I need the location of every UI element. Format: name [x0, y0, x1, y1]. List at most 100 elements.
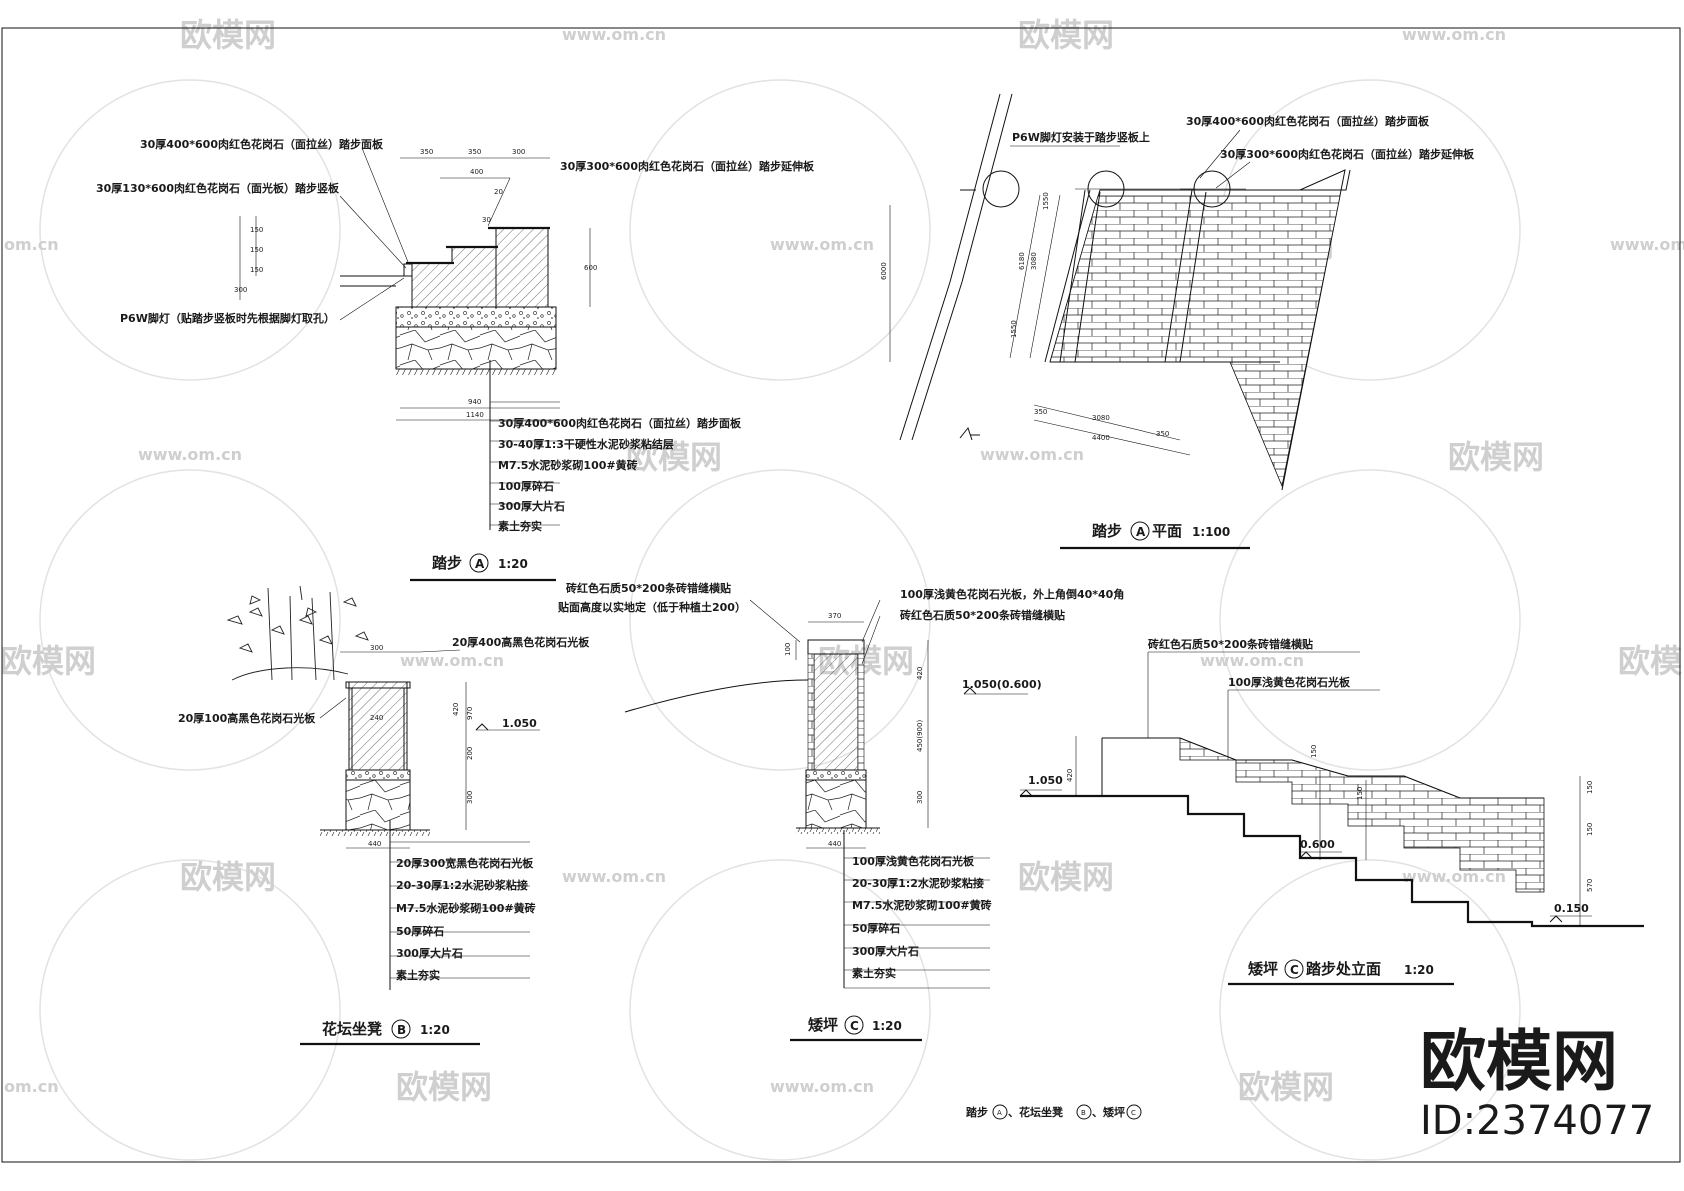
detail-mark-circle [469, 553, 489, 573]
detail-a-title: 踏步 A 1:20 [410, 553, 556, 582]
dim-text: 600 [584, 264, 597, 272]
dim-text: 100 [784, 643, 792, 656]
watermark-site: www.om.cn [1402, 25, 1506, 44]
dim-text: 3080 [1030, 252, 1038, 270]
detail-c-drawing [624, 599, 1028, 989]
detail-c-labels: 砖红色石质50*200条砖错缝横贴 贴面高度以实地定（低于种植土200） 100… [557, 581, 1124, 980]
level-mark: 0.150 [1554, 902, 1589, 915]
detail-title: 花坛坐凳 [322, 1020, 382, 1038]
dim-text: 350 [1034, 408, 1047, 416]
sheet-title-text: 、花坛坐凳 [1008, 1105, 1064, 1119]
sheet-title-mark [1126, 1104, 1142, 1120]
watermark-site: www.om.cn [400, 651, 504, 670]
callout-label: P6W脚灯安装于踏步竖板上 [1012, 130, 1150, 144]
watermark-site: www.om.cn [138, 445, 242, 464]
dim-text: 150 [1310, 745, 1318, 758]
dim-text: 1550 [1010, 320, 1018, 338]
watermark-site: www.om.cn [562, 867, 666, 886]
sheet-border [1, 27, 1681, 1163]
detail-mark: A [1136, 525, 1146, 539]
watermark-site-short: om.cn [4, 235, 59, 254]
callout-label: 砖红色石质50*200条砖错缝横贴 [900, 608, 1065, 622]
callout-label: 100厚浅黄色花岗石光板 [1228, 675, 1351, 689]
detail-a-labels: 30厚400*600肉红色花岗石（面拉丝）踏步面板 30厚130*600肉红色花… [96, 137, 815, 533]
dim-text: 150 [250, 266, 263, 274]
detail-a-dims: 350 350 300 400 20 30 150 150 150 300 60… [234, 148, 597, 419]
callout-label: 30厚130*600肉红色花岗石（面光板）踏步竖板 [96, 181, 340, 195]
detail-mark: A [475, 557, 485, 571]
level-mark: 1.050(0.600) [962, 678, 1042, 691]
dim-text: 300 [370, 644, 383, 652]
watermark-site: www.om.cn [1200, 651, 1304, 670]
layer-label: 素土夯实 [498, 519, 542, 533]
layer-label: 30厚400*600肉红色花岗石（面拉丝）踏步面板 [498, 416, 742, 430]
dim-text: 200 [466, 747, 474, 760]
watermark-site: www.om.cn [770, 235, 874, 254]
detail-c-dims: 370 100 420 450(900) 300 440 [784, 612, 924, 848]
dim-text: 6180 [1018, 252, 1026, 270]
watermark-brand: 欧模网 [180, 16, 276, 54]
callout-label: 砖红色石质50*200条砖错缝横贴 [566, 581, 731, 595]
watermark-brand: 欧模网 [1018, 858, 1114, 896]
sheet-title-mark-a: A [997, 1109, 1002, 1117]
detail-mark: B [397, 1023, 406, 1037]
dim-text: 4400 [1092, 434, 1110, 442]
watermark-brand: 欧模网 [1238, 1068, 1334, 1106]
detail-c-title: 矮坪 C 1:20 [790, 1015, 922, 1042]
sheet-title-mark-b: B [1081, 1109, 1086, 1117]
level-mark: 1.050 [502, 717, 537, 730]
dim-text: 30 [482, 216, 491, 224]
dim-text: 150 [250, 246, 263, 254]
callout-label: 100厚浅黄色花岗石光板，外上角倒40*40角 [900, 587, 1124, 601]
layer-label: M7.5水泥砂浆砌100#黄砖 [852, 898, 992, 912]
callout-label: 砖红色石质50*200条砖错缝横贴 [1148, 637, 1313, 651]
brand-logo: 欧模网 ID:2374077 [1420, 1023, 1654, 1144]
sheet-title-mark [1076, 1104, 1092, 1120]
dim-text: 6000 [880, 262, 888, 280]
elev-c-drawing [1019, 651, 1644, 928]
watermark-site: www.om.cn [980, 445, 1084, 464]
sheet-title-text: 、矮坪 [1092, 1105, 1125, 1119]
detail-mark-circle [1284, 959, 1304, 979]
detail-scale: 1:20 [872, 1019, 902, 1033]
detail-scale: 1:20 [498, 557, 528, 571]
dim-text: 970 [466, 707, 474, 720]
plan-a-drawing [889, 93, 1351, 491]
dim-text: 350 [1156, 430, 1169, 438]
dim-text: 20 [494, 188, 503, 196]
elev-c-dims: 420 150 150 150 150 570 [1066, 745, 1594, 892]
watermark-brand: 欧模网 [1618, 642, 1684, 680]
layer-label: 300厚大片石 [852, 944, 919, 958]
dim-text: 150 [250, 226, 263, 234]
layer-label: M7.5水泥砂浆砌100#黄砖 [498, 458, 638, 472]
watermark-circles [39, 79, 1521, 1161]
detail-title-suffix: 平面 [1152, 522, 1182, 540]
watermark-site: www.om.cn [770, 1077, 874, 1096]
layer-label: 50厚碎石 [852, 921, 900, 935]
layer-label: 300厚大片石 [498, 499, 565, 513]
detail-title: 矮坪 [808, 1016, 838, 1034]
callout-label: P6W脚灯（贴踏步竖板时先根据脚灯取孔） [120, 311, 335, 325]
dim-text: 440 [368, 840, 381, 848]
dim-text: 350 [420, 148, 433, 156]
layer-label: 50厚碎石 [396, 924, 444, 938]
dim-text: 370 [828, 612, 841, 620]
detail-b-title: 花坛坐凳 B 1:20 [300, 1019, 480, 1046]
dim-text: 350 [468, 148, 481, 156]
watermark-brand: 欧模网 [0, 642, 96, 680]
layer-label: M7.5水泥砂浆砌100#黄砖 [396, 901, 536, 915]
logo-id: ID:2374077 [1420, 1098, 1654, 1144]
dim-text: 450(900) [916, 720, 924, 752]
dim-text: 440 [828, 840, 841, 848]
dim-text: 300 [512, 148, 525, 156]
detail-title: 踏步 [432, 554, 462, 572]
dim-text: 570 [1586, 879, 1594, 892]
layer-label: 20厚300宽黑色花岗石光板 [396, 856, 534, 870]
layer-label: 100厚碎石 [498, 479, 554, 493]
dim-text: 300 [916, 791, 924, 804]
plan-a-dims: 6000 1550 6180 3080 1550 350 3080 350 44… [880, 192, 1169, 442]
detail-title: 矮坪 [1248, 960, 1278, 978]
watermark-layer: 欧模网 欧模网 www.om.cn www.om.cn om.cn www.om… [0, 16, 1684, 1161]
logo-text: 欧模网 [1420, 1023, 1618, 1100]
layer-label: 素土夯实 [852, 966, 896, 980]
